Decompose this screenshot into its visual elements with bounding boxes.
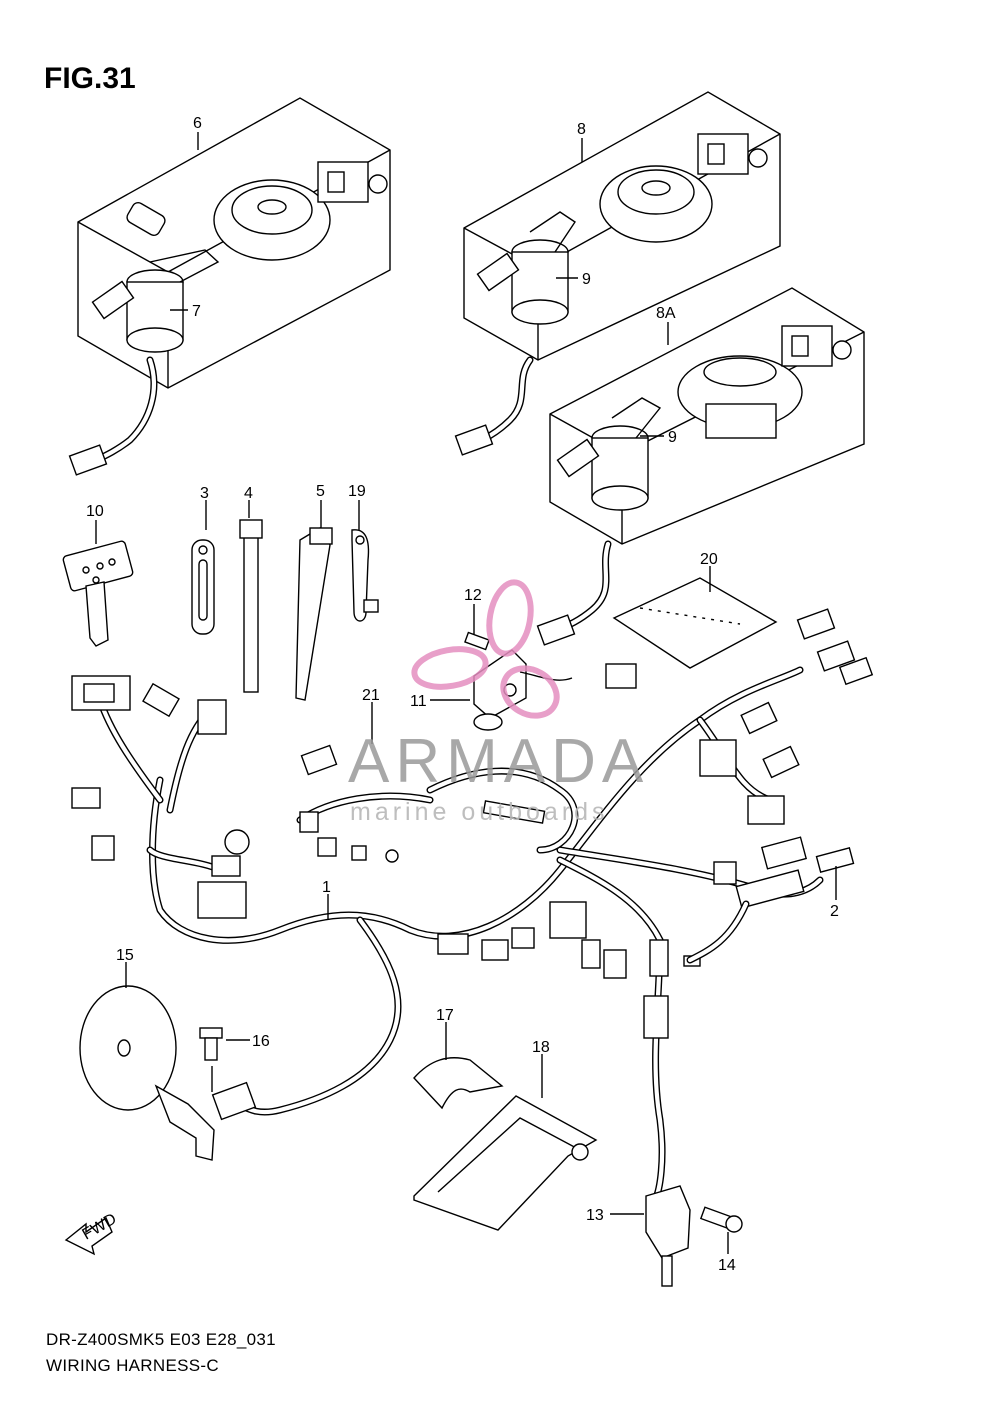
screw-14 xyxy=(699,1206,743,1233)
figure-title: FIG.31 xyxy=(44,62,136,95)
kit-8-ignition-lock-set xyxy=(454,91,781,456)
callout-9-a: 9 xyxy=(582,271,591,288)
clamp-3 xyxy=(191,539,215,635)
callout-14: 14 xyxy=(718,1257,736,1274)
key-10 xyxy=(62,540,134,647)
clamp-19 xyxy=(351,529,379,622)
callout-11: 11 xyxy=(410,693,427,710)
callout-21: 21 xyxy=(362,687,380,704)
callout-1: 1 xyxy=(322,879,331,896)
callout-20: 20 xyxy=(700,551,718,568)
callout-16: 16 xyxy=(252,1033,270,1050)
fuse-2 xyxy=(815,847,855,873)
callout-9-b: 9 xyxy=(668,429,677,446)
cover-17 xyxy=(413,1057,504,1110)
kit-6-ignition-lock-set xyxy=(68,97,391,476)
callout-12: 12 xyxy=(464,587,482,604)
callout-6: 6 xyxy=(193,115,202,132)
callout-10: 10 xyxy=(86,503,104,520)
watermark-logo-icon xyxy=(411,579,560,719)
clamp-5 xyxy=(295,527,333,701)
watermark-title: ARMADA xyxy=(348,727,650,796)
switch-13 xyxy=(643,995,691,1287)
callout-8: 8 xyxy=(577,121,586,138)
callout-13: 13 xyxy=(586,1207,604,1224)
cable-tie-4 xyxy=(239,519,263,693)
callout-3: 3 xyxy=(200,485,209,502)
callout-4: 4 xyxy=(244,485,253,502)
watermark-subtitle: marine outboards xyxy=(350,798,609,826)
callout-8a: 8A xyxy=(656,305,676,322)
sticker-20 xyxy=(612,577,778,669)
callout-17: 17 xyxy=(436,1007,454,1024)
bracket-18 xyxy=(413,1095,598,1231)
fwd-arrow-icon: FWD xyxy=(64,1211,120,1256)
footer-section-name: WIRING HARNESS-C xyxy=(46,1356,219,1375)
horn-15 xyxy=(79,985,215,1161)
callout-18: 18 xyxy=(532,1039,550,1056)
kit-8a-ignition-lock-set xyxy=(536,287,865,646)
callout-2: 2 xyxy=(830,903,839,920)
footer-model-code: DR-Z400SMK5 E03 E28_031 xyxy=(46,1330,276,1349)
callout-labels: 6 7 8 9 8A 9 10 3 4 5 19 20 12 11 21 1 2… xyxy=(86,115,839,1274)
bolt-16 xyxy=(199,1027,223,1061)
leader-lines xyxy=(95,132,837,1254)
callout-7: 7 xyxy=(192,303,201,320)
callout-19: 19 xyxy=(348,483,366,500)
callout-5: 5 xyxy=(316,483,325,500)
callout-15: 15 xyxy=(116,947,134,964)
